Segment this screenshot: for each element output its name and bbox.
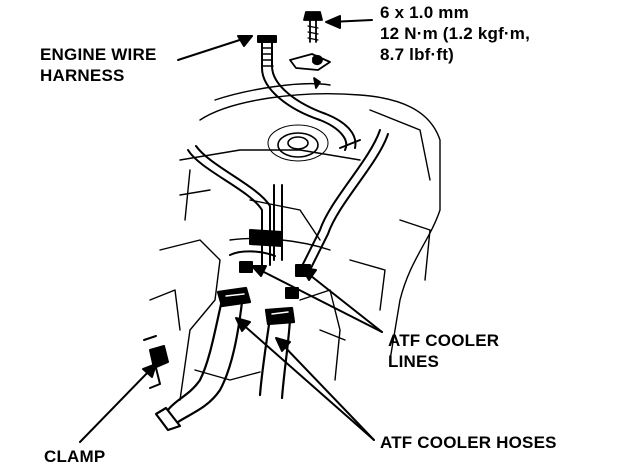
atf-cooler-hose-right [258,306,296,400]
atf-cooler-lines [187,129,389,299]
atf-cooler-lines-label-line2: LINES [388,352,440,371]
bolt-spec-line2: 12 N·m (1.2 kgf·m, [380,24,531,43]
atf-cooler-hoses-label: ATF COOLER HOSES [380,433,557,452]
engine-wire-harness-label-line1: ENGINE WIRE [40,45,157,64]
engine-wire-harness-label-line2: HARNESS [40,66,125,85]
clamp-label: CLAMP [44,447,106,466]
atf-cooler-lines-label: ATF COOLER LINES [388,330,499,372]
engine-wire-harness-label: ENGINE WIRE HARNESS [40,44,157,86]
atf-cooler-hose-left [154,286,252,432]
transmission-case [149,82,441,401]
bolt-spec-line1: 6 x 1.0 mm [380,3,469,22]
mounting-bolt [289,11,331,89]
atf-cooler-lines-label-line1: ATF COOLER [388,331,500,350]
case-boss [267,124,329,162]
leader-lines [79,15,383,443]
clamp-part [143,335,169,389]
bolt-spec-label: 6 x 1.0 mm 12 N·m (1.2 kgf·m, 8.7 lbf·ft… [380,2,530,65]
engine-wire-harness [257,35,361,151]
bolt-spec-line3: 8.7 lbf·ft) [380,45,454,64]
